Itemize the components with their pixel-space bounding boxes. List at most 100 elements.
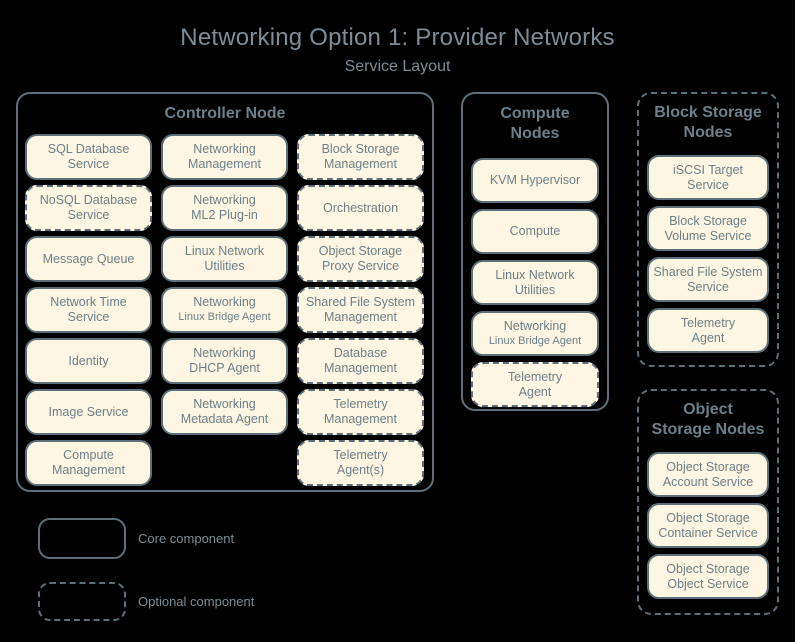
group-block-storage-nodes-title-line2: Nodes [683, 124, 733, 141]
legend-optional-swatch [38, 582, 126, 621]
service-label-line1: Identity [68, 353, 109, 368]
legend-optional-label: Optional component [138, 594, 255, 609]
service-label-line2: Service [67, 157, 110, 171]
service-label-line1: Compute [509, 224, 561, 238]
service-label-line2: Service [687, 279, 729, 294]
service-label-line2: Management [324, 412, 397, 426]
page-subtitle: Service Layout [344, 58, 451, 75]
service-label-line1: Linux Network [495, 267, 575, 282]
service-label-line2: Management [324, 310, 397, 324]
service-label-line1: Object Storage [666, 561, 750, 576]
service-label-line2: Service [67, 310, 110, 324]
service-label-line1: Block Storage [669, 213, 747, 228]
legend-core-label: Core component [138, 531, 235, 546]
service-box-identity[interactable]: Identity [25, 338, 152, 384]
service-label-line1: Networking [193, 346, 256, 360]
service-label-line1: Networking [193, 397, 256, 411]
group-object-storage-nodes-title-line2: Storage Nodes [651, 421, 765, 438]
service-label-line1: NoSQL Database [39, 193, 138, 207]
service-label-line1: Orchestration [322, 200, 399, 215]
service-label-line2: Container Service [658, 525, 758, 540]
group-compute-nodes-title-line2: Nodes [510, 125, 560, 142]
service-label-line2: Service [67, 208, 110, 222]
service-label-line2: ML2 Plug-in [191, 208, 258, 222]
group-object-storage-nodes: Object Storage Nodes [637, 389, 779, 615]
service-label-line1: Shared File System [305, 295, 416, 309]
service-label-line1: Compute [63, 448, 114, 462]
group-object-storage-nodes-title-line1: Object [683, 401, 733, 418]
service-label-line2: Management [324, 361, 397, 375]
legend-core-swatch [38, 518, 126, 559]
service-label-line2: Service [687, 177, 729, 192]
service-label-line2: Management [52, 463, 125, 477]
service-label-line1: Shared File System [653, 264, 763, 279]
service-label-line2: Account Service [662, 474, 754, 489]
service-box-orchestration[interactable]: Orchestration [297, 185, 424, 231]
service-label-line1: Block Storage [321, 142, 400, 156]
page-title: Networking Option 1: Provider Networks [180, 24, 615, 51]
service-label-line1: Telemetry [507, 369, 563, 384]
service-label-line2: Object Service [667, 576, 749, 591]
service-label-line1: Object Storage [666, 459, 750, 474]
group-compute-nodes-title: Compute Nodes [463, 104, 607, 144]
service-label-line2: Metadata Agent [180, 412, 269, 426]
service-label-line2: Volume Service [664, 228, 752, 243]
service-label-line1: Networking [503, 318, 567, 333]
service-label-line1: Telemetry [333, 397, 388, 411]
service-label-line2: Management [188, 157, 261, 171]
group-controller-node: Controller Node [16, 92, 434, 492]
group-block-storage-nodes-title: Block Storage Nodes [639, 103, 777, 143]
service-label-line2: Management [324, 157, 397, 171]
service-box-message-queue[interactable]: Message Queue [25, 236, 152, 282]
service-label-line1: Networking [193, 142, 256, 156]
service-label-line1: Telemetry [333, 448, 388, 462]
service-label-line2: Utilities [514, 282, 556, 297]
group-controller-node-title: Controller Node [164, 105, 286, 122]
service-box-compute-kvm-hypervisor[interactable]: KVM Hypervisor [471, 158, 599, 203]
service-label-line1: Telemetry [680, 315, 736, 330]
service-label-line2: Utilities [204, 259, 245, 273]
service-label-line2: Agent(s) [336, 463, 385, 477]
service-box-compute-compute[interactable]: Compute [471, 209, 599, 254]
service-box-image-service[interactable]: Image Service [25, 389, 152, 435]
service-label-line1: SQL Database [47, 142, 130, 156]
service-label-line1: Linux Network [184, 244, 265, 258]
service-label-line2: Agent [518, 384, 552, 399]
service-label-line1: iSCSI Target [673, 162, 743, 177]
group-block-storage-nodes-title-line1: Block Storage [654, 104, 762, 121]
service-label-line2: Agent [691, 330, 725, 345]
service-label-line1: Network Time [50, 295, 127, 309]
service-label-line1: Image Service [48, 404, 129, 419]
service-label-line1: KVM Hypervisor [489, 173, 581, 187]
service-label-line2: Linux Bridge Agent [178, 311, 271, 323]
service-label-line2: Linux Bridge Agent [488, 334, 582, 347]
group-compute-nodes-title-line1: Compute [500, 105, 570, 122]
service-label-line2: Proxy Service [321, 259, 400, 273]
